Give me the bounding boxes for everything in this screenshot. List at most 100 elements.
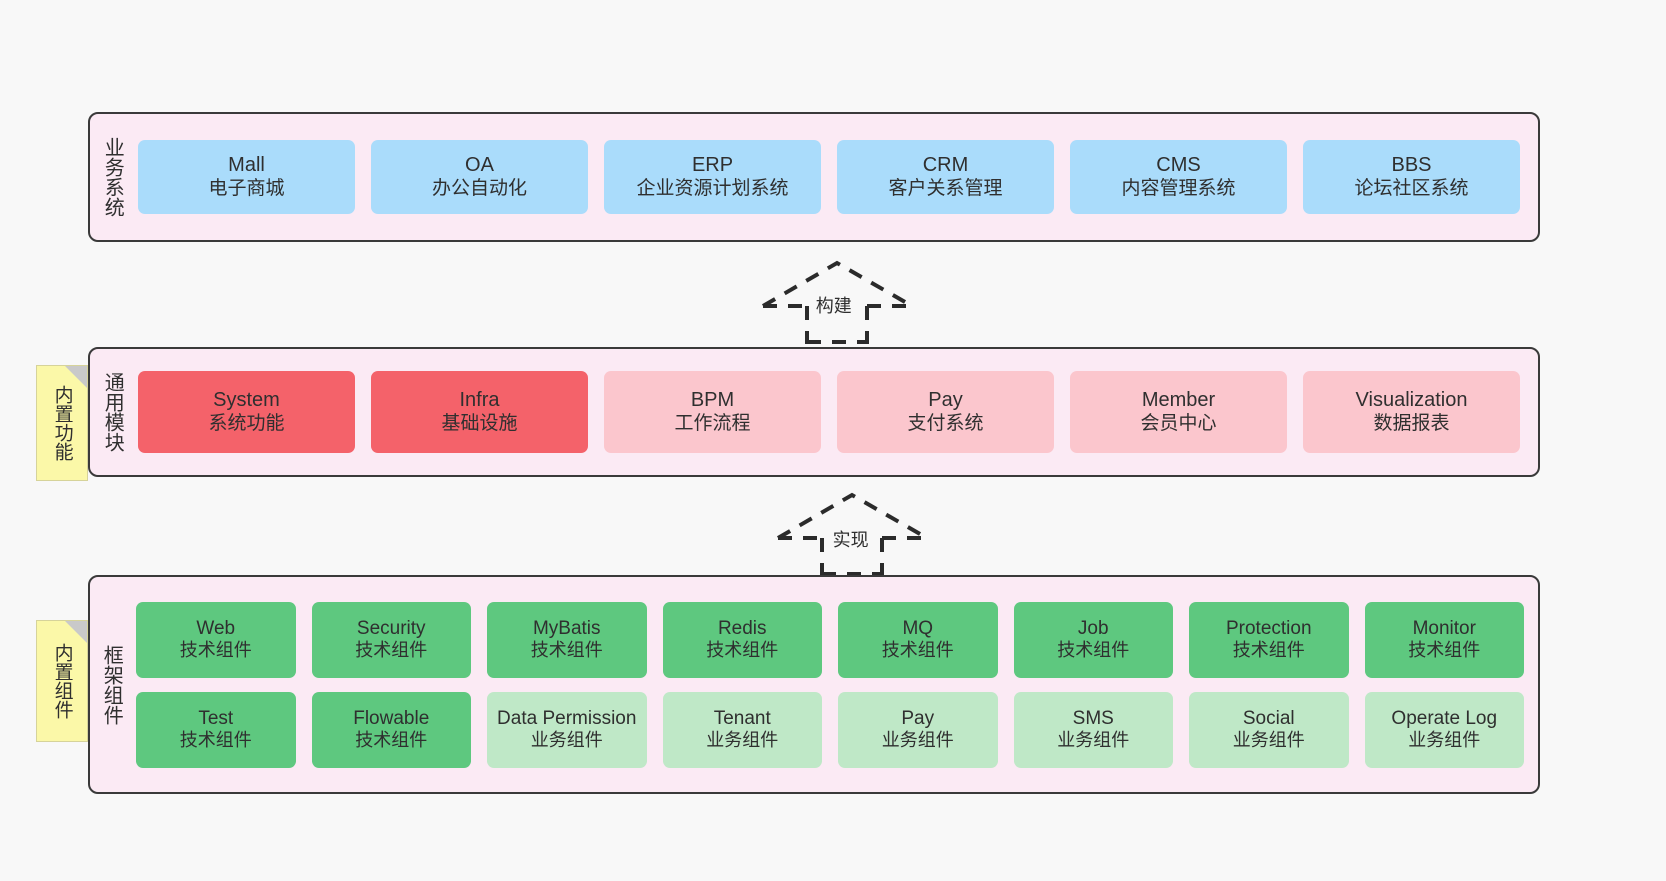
component-desc: 业务组件	[1057, 730, 1130, 751]
component-name: Flowable	[353, 707, 430, 729]
component-card-sms[interactable]: SMS 业务组件	[1013, 691, 1173, 768]
component-name: Member	[1141, 389, 1216, 411]
folded-corner-icon	[65, 621, 87, 643]
component-desc: 数据报表	[1373, 412, 1450, 434]
layer-body-framework-component: Web 技术组件 Security 技术组件 MyBatis 技术组件 Redi…	[132, 577, 1538, 792]
component-card-member[interactable]: Member 会员中心	[1070, 371, 1287, 453]
component-name: Infra	[459, 389, 500, 411]
component-name: CMS	[1156, 154, 1201, 176]
component-name: Test	[198, 707, 234, 729]
component-name: Monitor	[1412, 617, 1476, 639]
layer-framework-component: 框架组件 Web 技术组件 Security 技术组件 MyBatis 技术组件…	[88, 575, 1540, 794]
component-card-crm[interactable]: CRM 客户关系管理	[837, 140, 1054, 214]
component-card-visualization[interactable]: Visualization 数据报表	[1303, 371, 1520, 453]
component-row: Test 技术组件 Flowable 技术组件 Data Permission …	[136, 691, 1524, 768]
component-name: Job	[1077, 617, 1109, 639]
sticky-note-builtin-component: 内置组件	[36, 620, 88, 742]
component-card-oa[interactable]: OA 办公自动化	[371, 140, 588, 214]
component-name: System	[213, 389, 280, 411]
component-desc: 技术组件	[1232, 640, 1305, 661]
component-card-mybatis[interactable]: MyBatis 技术组件	[487, 601, 647, 678]
component-name: MQ	[902, 617, 934, 639]
component-card-bbs[interactable]: BBS 论坛社区系统	[1303, 140, 1520, 214]
component-desc: 工作流程	[674, 412, 751, 434]
component-card-mq[interactable]: MQ 技术组件	[838, 601, 998, 678]
dashed-generalization-arrow-icon	[761, 260, 913, 344]
component-card-system[interactable]: System 系统功能	[138, 371, 355, 453]
relation-arrow-build: 构建	[745, 258, 930, 344]
component-card-pay[interactable]: Pay 支付系统	[837, 371, 1054, 453]
layer-title-common-module: 通用模块	[101, 372, 124, 452]
component-card-security[interactable]: Security 技术组件	[311, 601, 471, 678]
component-desc: 会员中心	[1140, 412, 1217, 434]
component-desc: 基础设施	[441, 412, 518, 434]
component-desc: 技术组件	[530, 640, 603, 661]
component-card-mall[interactable]: Mall 电子商城	[138, 140, 355, 214]
component-name: Social	[1242, 707, 1295, 729]
component-desc: 技术组件	[706, 640, 779, 661]
component-desc: 业务组件	[530, 730, 603, 751]
component-name: Pay	[928, 389, 963, 411]
component-name: Mall	[228, 154, 265, 176]
component-card-infra[interactable]: Infra 基础设施	[371, 371, 588, 453]
component-name: Security	[356, 617, 426, 639]
component-name: Tenant	[713, 707, 771, 729]
component-name: ERP	[691, 154, 734, 176]
layer-business-system: 业务系统 Mall 电子商城 OA 办公自动化 ERP 企业资源计划系统 CRM…	[88, 112, 1540, 242]
component-name: SMS	[1072, 707, 1114, 729]
component-name: Data Permission	[497, 707, 637, 729]
component-desc: 支付系统	[907, 412, 984, 434]
component-card-tenant[interactable]: Tenant 业务组件	[662, 691, 822, 768]
component-desc: 技术组件	[881, 640, 954, 661]
component-card-bpm[interactable]: BPM 工作流程	[604, 371, 821, 453]
component-card-flowable[interactable]: Flowable 技术组件	[311, 691, 471, 768]
component-name: Protection	[1225, 617, 1312, 639]
component-card-test[interactable]: Test 技术组件	[136, 691, 296, 768]
layer-body-business-system: Mall 电子商城 OA 办公自动化 ERP 企业资源计划系统 CRM 客户关系…	[134, 114, 1538, 240]
layer-common-module: 通用模块 System 系统功能 Infra 基础设施 BPM 工作流程 Pay…	[88, 347, 1540, 477]
layer-body-common-module: System 系统功能 Infra 基础设施 BPM 工作流程 Pay 支付系统…	[134, 349, 1538, 475]
component-card-cms[interactable]: CMS 内容管理系统	[1070, 140, 1287, 214]
dashed-generalization-arrow-icon	[776, 492, 928, 576]
component-card-erp[interactable]: ERP 企业资源计划系统	[604, 140, 821, 214]
component-desc: 电子商城	[208, 177, 285, 199]
component-desc: 技术组件	[1057, 640, 1130, 661]
component-name: Operate Log	[1391, 707, 1498, 729]
component-card-social[interactable]: Social 业务组件	[1189, 691, 1349, 768]
component-desc: 办公自动化	[431, 177, 527, 199]
component-desc: 技术组件	[355, 640, 428, 661]
component-row: Web 技术组件 Security 技术组件 MyBatis 技术组件 Redi…	[136, 601, 1524, 678]
sticky-note-label: 内置组件	[51, 643, 73, 719]
sticky-note-label: 内置功能	[51, 385, 73, 461]
sticky-note-builtin-function: 内置功能	[36, 365, 88, 481]
component-card-protection[interactable]: Protection 技术组件	[1189, 601, 1349, 678]
component-desc: 业务组件	[706, 730, 779, 751]
component-desc: 企业资源计划系统	[636, 177, 789, 199]
component-desc: 技术组件	[1408, 640, 1481, 661]
component-desc: 客户关系管理	[888, 177, 1003, 199]
component-desc: 系统功能	[208, 412, 285, 434]
component-card-operate-log[interactable]: Operate Log 业务组件	[1364, 691, 1524, 768]
component-name: Web	[196, 617, 236, 639]
relation-arrow-implement: 实现	[760, 490, 945, 576]
relation-label-build: 构建	[815, 296, 852, 316]
component-desc: 内容管理系统	[1121, 177, 1236, 199]
component-name: BBS	[1391, 154, 1432, 176]
component-card-job[interactable]: Job 技术组件	[1013, 601, 1173, 678]
component-row: System 系统功能 Infra 基础设施 BPM 工作流程 Pay 支付系统…	[138, 371, 1520, 453]
layer-title-business-system: 业务系统	[101, 137, 124, 217]
component-card-monitor[interactable]: Monitor 技术组件	[1364, 601, 1524, 678]
layer-title-framework-component: 框架组件	[100, 644, 123, 725]
component-name: Pay	[901, 707, 935, 729]
component-name: MyBatis	[532, 617, 601, 639]
component-desc: 技术组件	[179, 730, 252, 751]
component-desc: 技术组件	[355, 730, 428, 751]
component-desc: 业务组件	[1408, 730, 1481, 751]
component-card-web[interactable]: Web 技术组件	[136, 601, 296, 678]
relation-label-implement: 实现	[832, 530, 869, 550]
component-desc: 业务组件	[1232, 730, 1305, 751]
component-card-data-permission[interactable]: Data Permission 业务组件	[487, 691, 647, 768]
component-card-redis[interactable]: Redis 技术组件	[662, 601, 822, 678]
component-card-pay[interactable]: Pay 业务组件	[838, 691, 998, 768]
component-desc: 论坛社区系统	[1354, 177, 1469, 199]
